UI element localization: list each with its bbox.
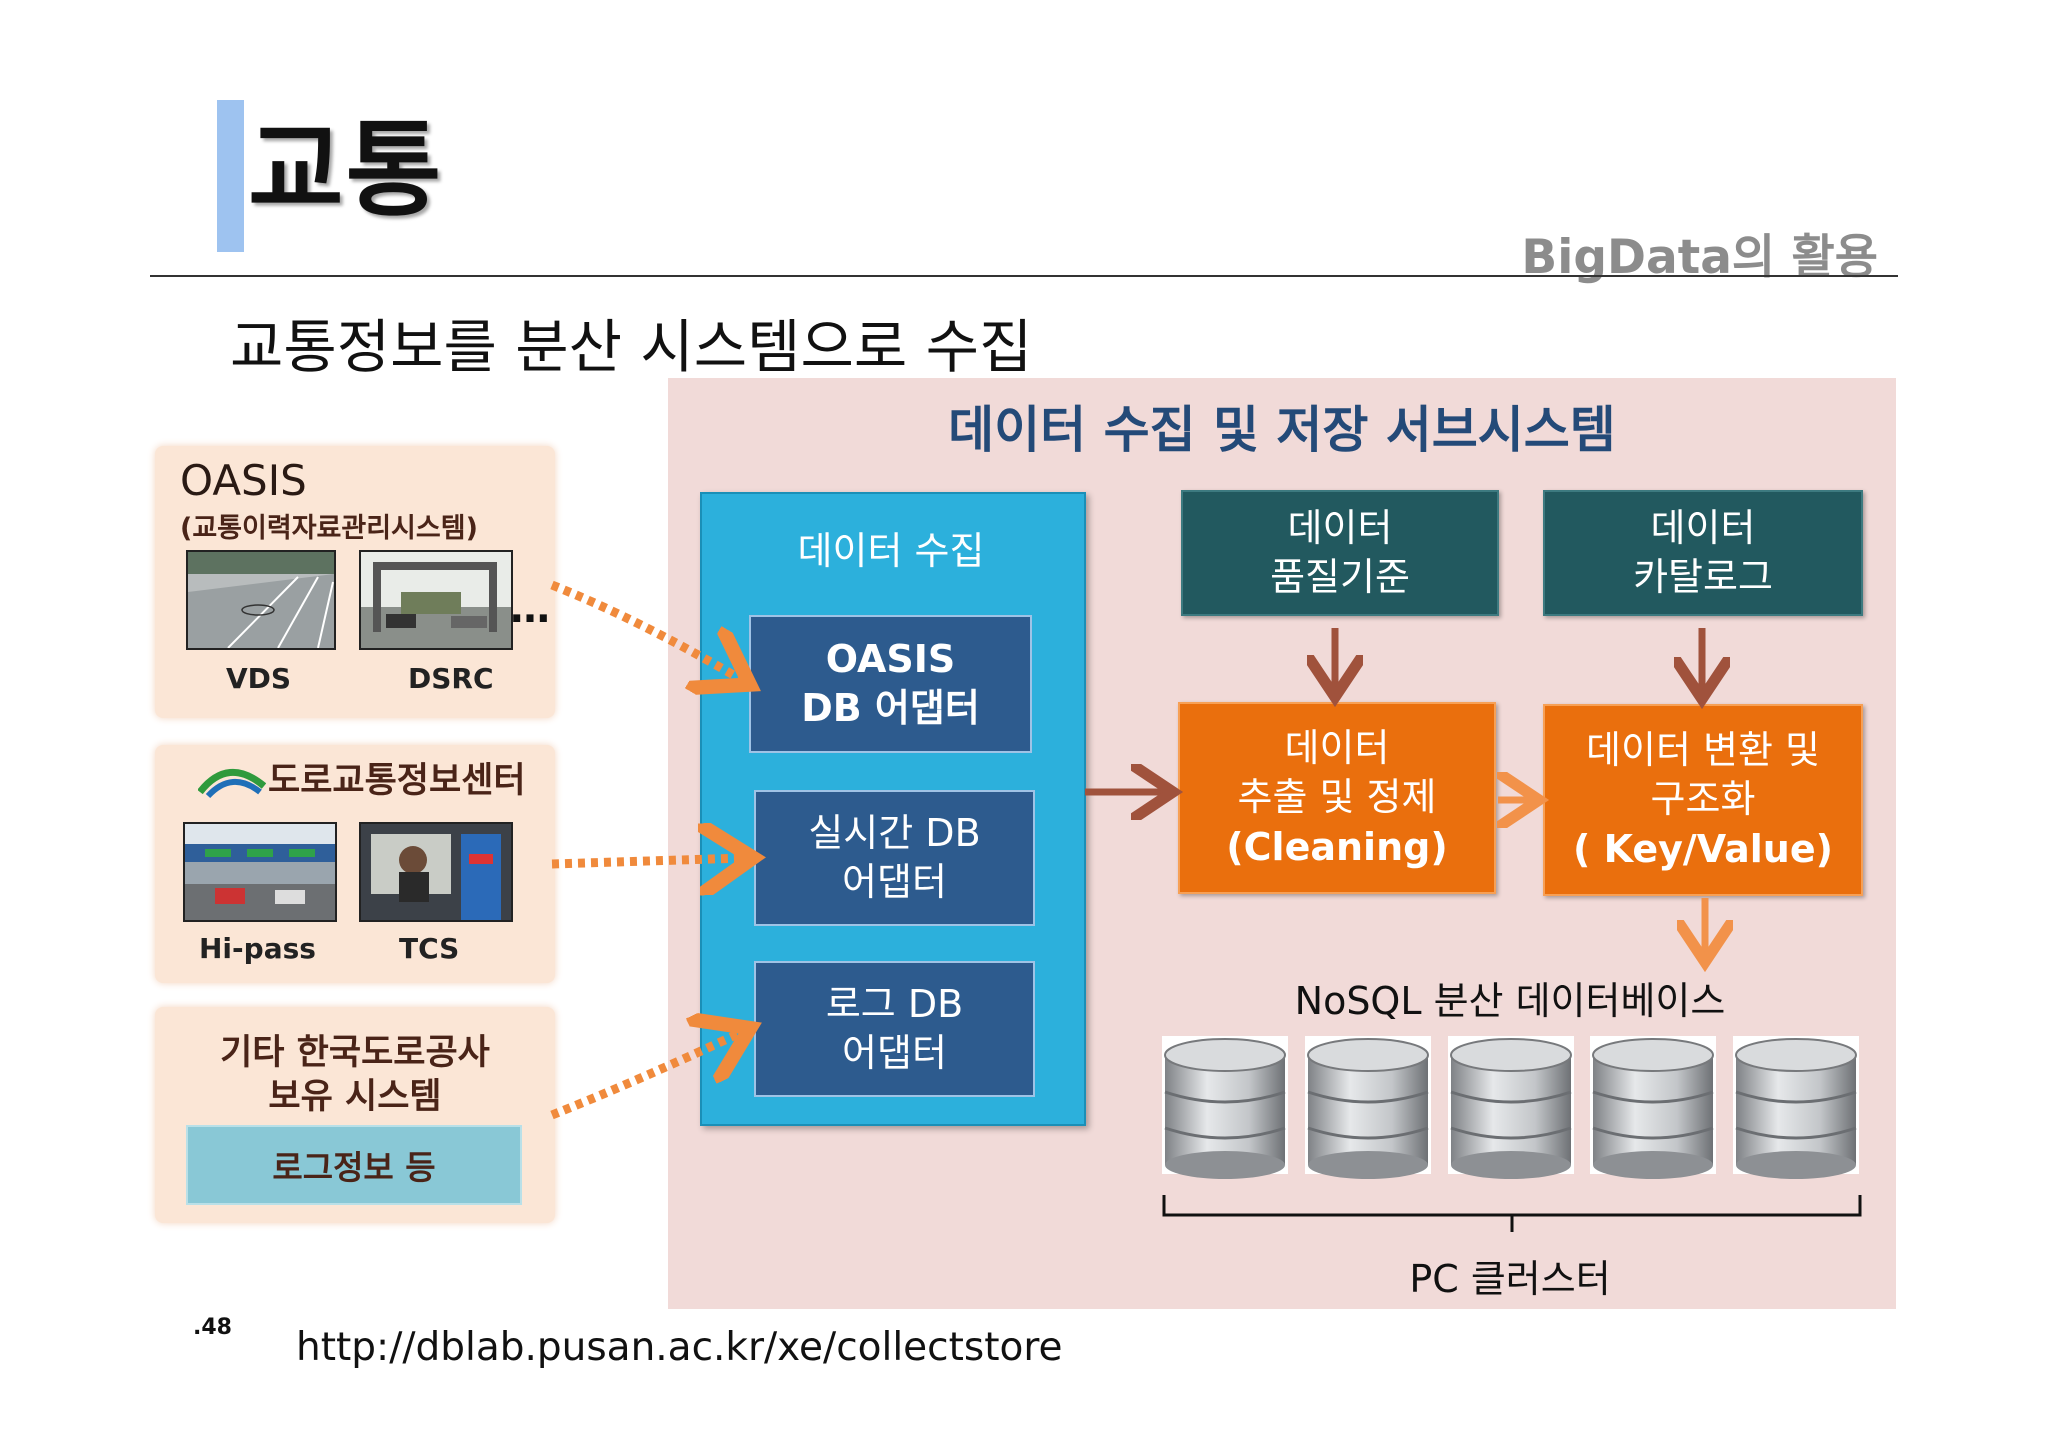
data-quality-box: 데이터 품질기준 xyxy=(1181,490,1499,616)
arrow-others-to-adapter xyxy=(550,1032,742,1120)
box-line2: 품질기준 xyxy=(1270,555,1410,599)
realtime-db-adapter: 실시간 DB 어댑터 xyxy=(754,790,1035,926)
vds-label: VDS xyxy=(226,662,292,695)
hipass-photo xyxy=(183,822,337,922)
arrow-oasis-to-adapter xyxy=(550,580,742,680)
tcs-label: TCS xyxy=(399,932,460,965)
oasis-name: OASIS xyxy=(180,456,307,505)
database-icon xyxy=(1733,1036,1859,1179)
box-line3: ( Key/Value) xyxy=(1573,826,1833,871)
adapter-line1: 로그 DB xyxy=(825,981,964,1026)
adapter-line2: 어댑터 xyxy=(842,860,947,904)
adapter-line1: 실시간 DB xyxy=(808,810,981,855)
title-accent-bar xyxy=(217,100,244,252)
database-icon xyxy=(1590,1036,1716,1179)
slide-heading: 교통정보를 분산 시스템으로 수집 xyxy=(230,313,1033,381)
box-line1: 데이터 xyxy=(1650,505,1756,550)
subsystem-title: 데이터 수집 및 저장 서브시스템 xyxy=(948,401,1616,459)
log-db-adapter: 로그 DB 어댑터 xyxy=(754,961,1035,1097)
database-icon xyxy=(1448,1036,1574,1179)
log-info-box: 로그정보 등 xyxy=(186,1125,522,1205)
nosql-title: NoSQL 분산 데이터베이스 xyxy=(1294,979,1726,1023)
page-title: 교통 xyxy=(248,109,444,231)
tcs-photo xyxy=(359,822,513,922)
cleaning-box: 데이터 추출 및 정제 (Cleaning) xyxy=(1178,702,1496,894)
box-line2: 구조화 xyxy=(1650,777,1756,822)
road-center-logo-icon xyxy=(197,760,267,804)
page-number: .48 xyxy=(193,1315,232,1340)
transform-box: 데이터 변환 및 구조화 ( Key/Value) xyxy=(1543,704,1863,896)
log-info-label: 로그정보 등 xyxy=(272,1148,436,1187)
others-name-line2: 보유 시스템 xyxy=(268,1077,442,1117)
box-line2: 카탈로그 xyxy=(1633,555,1773,599)
box-line3: (Cleaning) xyxy=(1226,824,1448,869)
road-center-name: 도로교통정보센터 xyxy=(268,761,526,801)
box-line2: 추출 및 정제 xyxy=(1237,775,1437,820)
box-line1: 데이터 변환 및 xyxy=(1586,727,1820,772)
arrow-road-to-adapter xyxy=(551,858,744,864)
adapter-line2: 어댑터 xyxy=(842,1031,947,1075)
data-collection-title: 데이터 수집 xyxy=(797,529,985,573)
others-name-line1: 기타 한국도로공사 xyxy=(220,1033,490,1073)
dsrc-photo xyxy=(359,550,513,650)
box-line1: 데이터 xyxy=(1284,725,1390,770)
dsrc-label: DSRC xyxy=(408,662,494,695)
adapter-line2: DB 어댑터 xyxy=(801,686,980,730)
title-divider xyxy=(150,275,1898,277)
vds-photo xyxy=(186,550,336,650)
data-catalog-box: 데이터 카탈로그 xyxy=(1543,490,1863,616)
hipass-label: Hi-pass xyxy=(199,932,316,965)
source-url[interactable]: http://dblab.pusan.ac.kr/xe/collectstore xyxy=(296,1325,1063,1370)
oasis-db-adapter: OASIS DB 어댑터 xyxy=(749,615,1032,753)
box-line1: 데이터 xyxy=(1287,505,1393,550)
database-icon xyxy=(1162,1036,1288,1179)
adapter-line1: OASIS xyxy=(825,636,956,681)
database-icon xyxy=(1305,1036,1431,1179)
pc-cluster-label: PC 클러스터 xyxy=(1409,1257,1611,1301)
oasis-ellipsis: … xyxy=(510,586,550,632)
cluster-bracket xyxy=(1162,1195,1862,1232)
oasis-desc: (교통이력자료관리시스템) xyxy=(180,513,478,544)
